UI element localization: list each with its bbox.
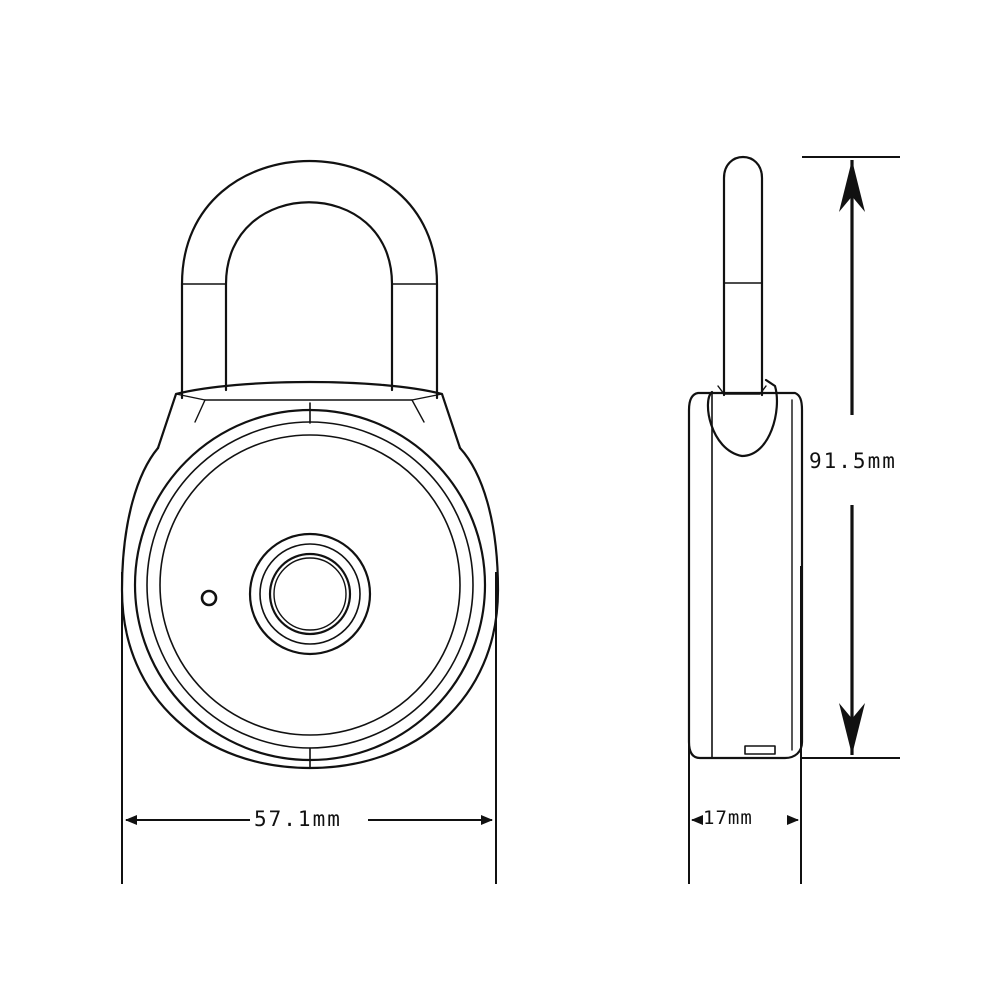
height-extension-lines [802, 156, 900, 759]
front-view-padlock [120, 160, 500, 770]
width-extension-lines [121, 572, 497, 884]
width-dimension-label: 57.1mm [250, 809, 346, 830]
front-body [120, 402, 500, 770]
front-shackle [180, 160, 439, 400]
indicator-led [200, 589, 218, 607]
fingerprint-sensor [248, 532, 372, 656]
height-dimension-label: 91.5mm [807, 449, 899, 473]
front-body-cap [156, 380, 462, 450]
side-view-padlock [687, 155, 804, 760]
depth-extension-lines [688, 566, 802, 884]
side-shackle [722, 155, 764, 397]
depth-dimension-label: 17mm [703, 807, 753, 829]
side-body [687, 378, 804, 760]
